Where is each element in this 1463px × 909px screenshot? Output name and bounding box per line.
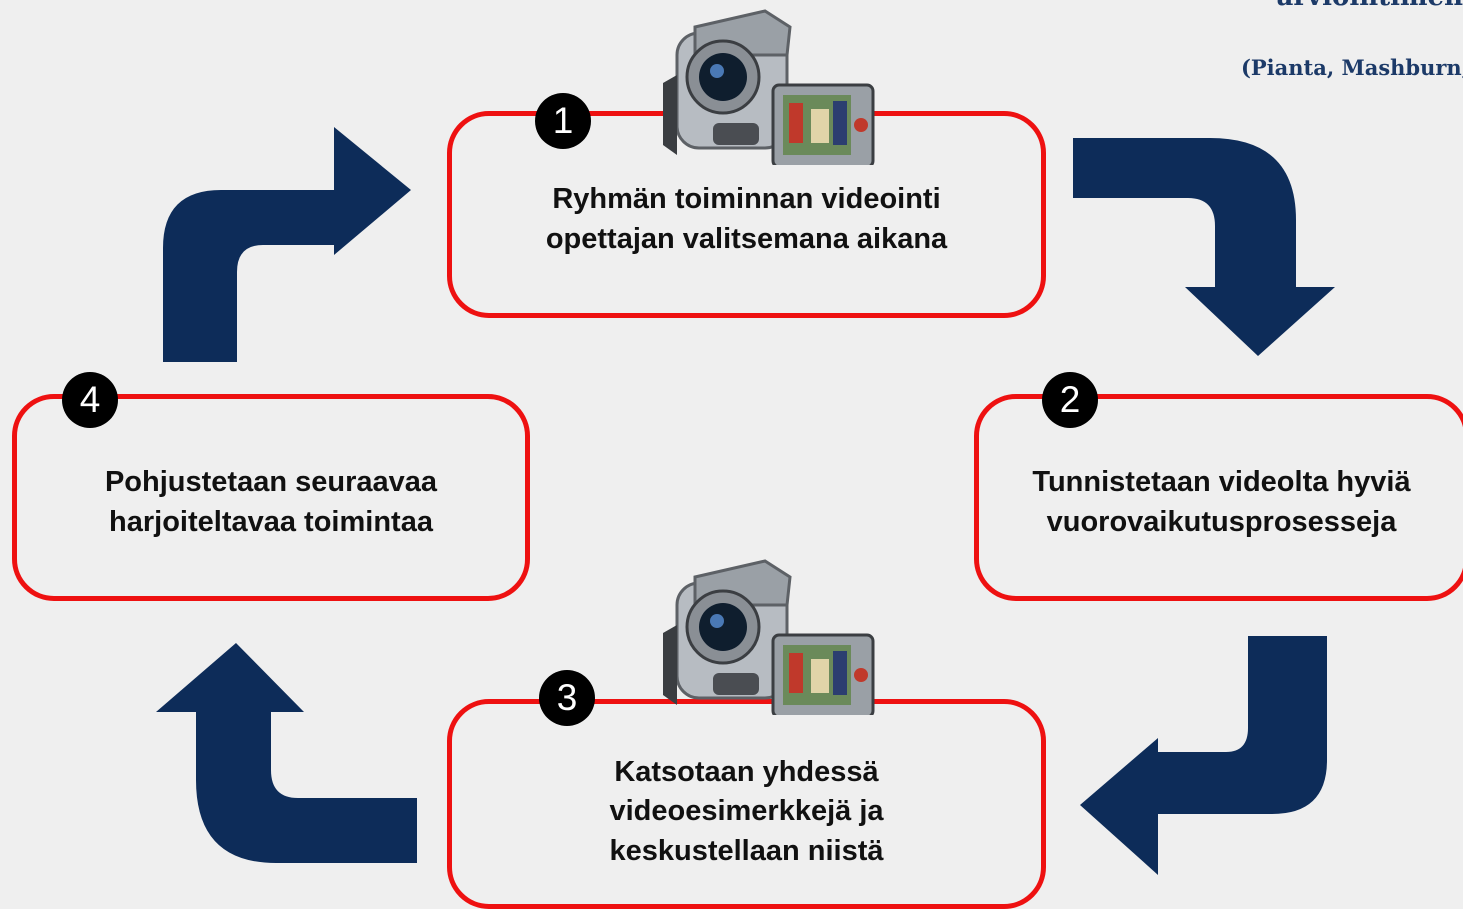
step-4-text: Pohjustetaan seuraavaa harjoiteltavaa to… (61, 463, 481, 541)
step-badge-2: 2 (1042, 372, 1098, 428)
arrow-3-to-4-icon (156, 643, 417, 863)
arrow-2-to-3-icon (1080, 636, 1327, 875)
step-badge-4: 4 (62, 372, 118, 428)
step-box-3: Katsotaan yhdessä videoesimerkkejä ja ke… (447, 699, 1046, 909)
arrow-1-to-2-icon (1073, 138, 1335, 356)
step-badge-3: 3 (539, 670, 595, 726)
camcorder-icon (655, 5, 880, 165)
step-box-2: Tunnistetaan videolta hyviä vuorovaikutu… (974, 394, 1463, 601)
step-badge-1: 1 (535, 93, 591, 149)
step-1-text: Ryhmän toiminnan videointi opettajan val… (487, 180, 1007, 258)
arrow-4-to-1-icon (163, 127, 411, 362)
step-2-text: Tunnistetaan videolta hyviä vuorovaikutu… (987, 463, 1457, 541)
camcorder-icon (655, 555, 880, 715)
step-3-text: Katsotaan yhdessä videoesimerkkejä ja ke… (572, 753, 922, 870)
